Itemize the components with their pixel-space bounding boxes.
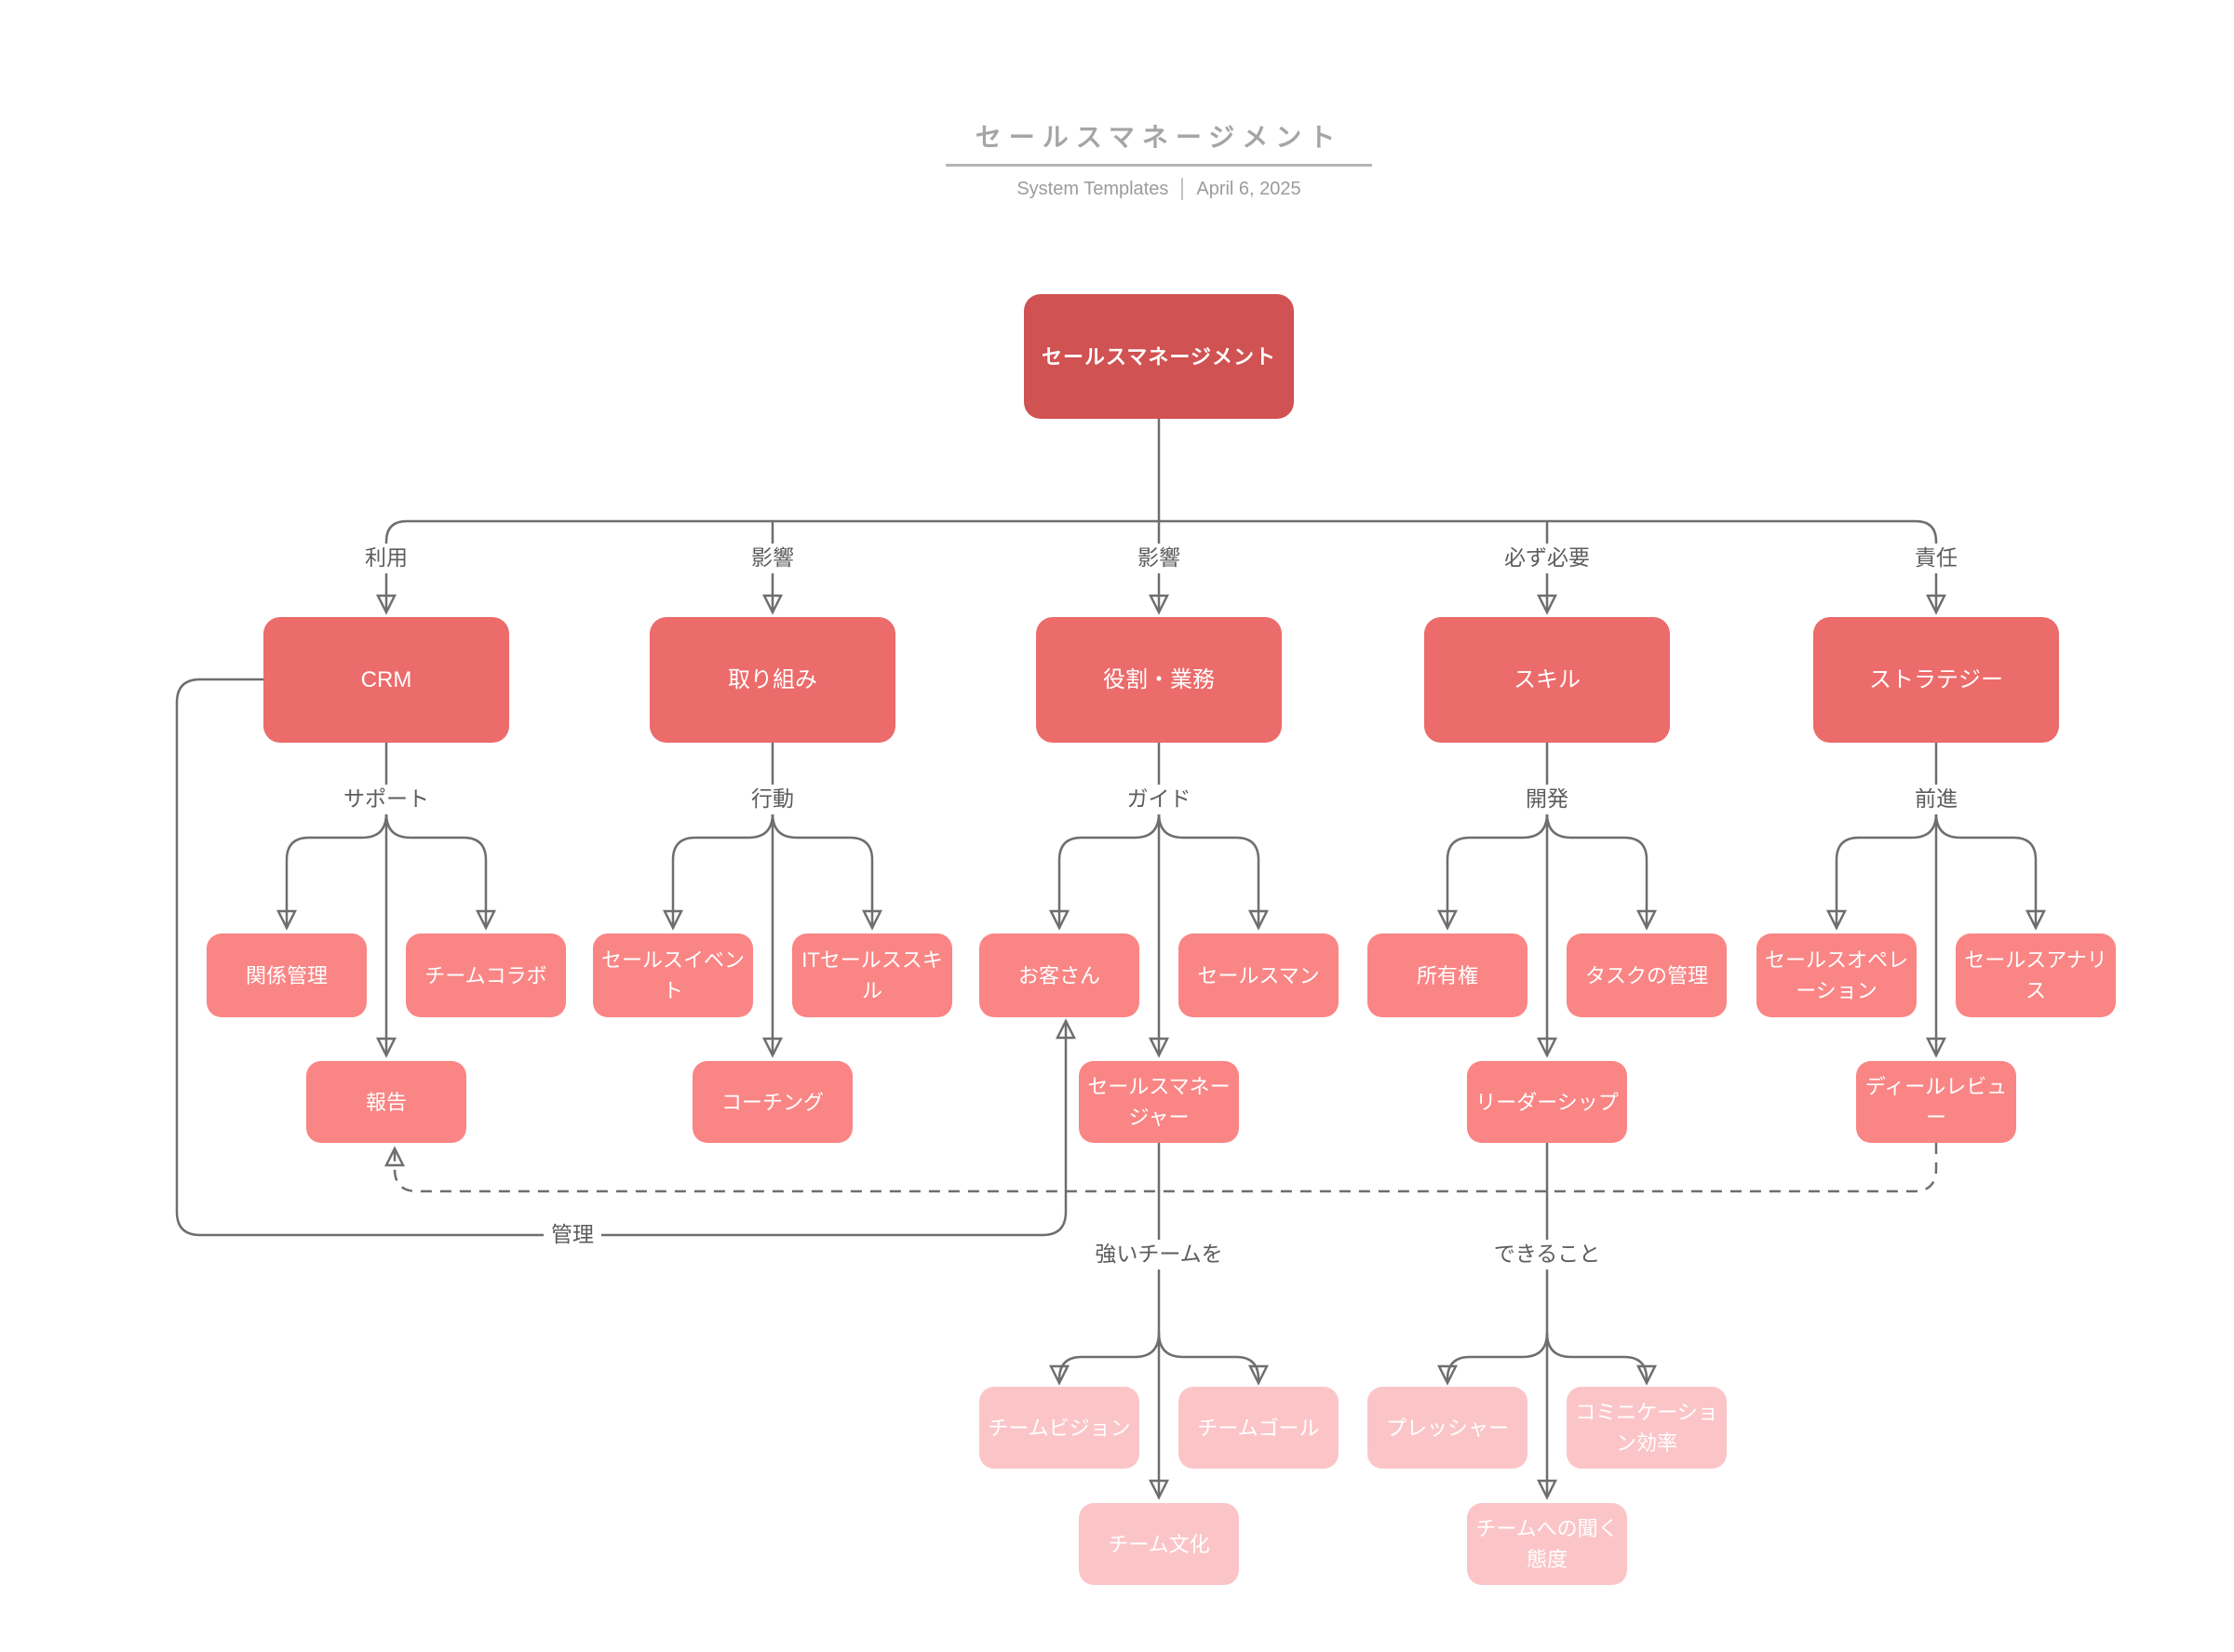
edge-label-dekiru-koto[interactable]: できること [1486,1240,1608,1269]
subtitle-divider [1181,178,1184,200]
edge-label-eikyou-2[interactable]: 影響 [1130,544,1188,573]
node-yakuwari-gyoumu[interactable]: 役割・業務 [1036,617,1282,743]
node-team-culture[interactable]: チーム文化 [1079,1503,1239,1585]
node-deal-review[interactable]: ディールレビュー [1856,1061,2016,1143]
node-sales-manager[interactable]: セールスマネージャー [1079,1061,1239,1143]
node-listening-attitude[interactable]: チームへの聞く態度 [1467,1503,1627,1585]
subtitle-date: April 6, 2025 [1196,178,1301,199]
node-team-collab[interactable]: チームコラボ [406,933,566,1017]
node-okyakusan[interactable]: お客さん [979,933,1139,1017]
edge-label-kaihatsu[interactable]: 開発 [1518,785,1576,814]
edge-label-tsuyoi-team[interactable]: 強いチームを [1087,1240,1231,1269]
node-shoyuken[interactable]: 所有権 [1367,933,1527,1017]
node-task-kanri[interactable]: タスクの管理 [1567,933,1727,1017]
edge-label-kanri[interactable]: 管理 [544,1220,601,1250]
diagram-subtitle: System Templates April 6, 2025 [946,178,1372,200]
node-sales-ops[interactable]: セールスオペレーション [1756,933,1917,1017]
edge-label-koudou[interactable]: 行動 [744,785,801,814]
node-leadership[interactable]: リーダーシップ [1467,1061,1627,1143]
edge-label-riyou[interactable]: 利用 [357,544,415,573]
node-it-sales-skill[interactable]: ITセールススキル [792,933,952,1017]
edge-label-hitsuyou[interactable]: 必ず必要 [1497,544,1597,573]
title-underline [946,164,1372,167]
edge-label-eikyou-1[interactable]: 影響 [744,544,801,573]
node-team-vision[interactable]: チームビジョン [979,1387,1139,1469]
edge-label-sekinin[interactable]: 責任 [1907,544,1965,573]
node-torikumi[interactable]: 取り組み [650,617,895,743]
node-sales-event[interactable]: セールスイベント [593,933,753,1017]
node-skill[interactable]: スキル [1424,617,1670,743]
diagram-title: セールスマネージメント [975,123,1343,152]
edge-label-guide[interactable]: ガイド [1119,785,1199,814]
node-crm[interactable]: CRM [263,617,509,743]
node-team-goal[interactable]: チームゴール [1178,1387,1339,1469]
node-houkoku[interactable]: 報告 [306,1061,466,1143]
edge-label-support[interactable]: サポート [336,785,437,814]
node-sales-analyst[interactable]: セールスアナリス [1956,933,2116,1017]
node-salesman[interactable]: セールスマン [1178,933,1339,1017]
node-strategy[interactable]: ストラテジー [1813,617,2059,743]
node-root-sales-management[interactable]: セールスマネージメント [1024,294,1294,419]
node-kankei-kanri[interactable]: 関係管理 [207,933,367,1017]
node-comm-efficiency[interactable]: コミニケーション効率 [1567,1387,1727,1469]
node-coaching[interactable]: コーチング [693,1061,853,1143]
title-block: セールスマネージメント System Templates April 6, 20… [946,117,1372,200]
node-pressure[interactable]: プレッシャー [1367,1387,1527,1469]
subtitle-author: System Templates [1016,178,1169,199]
edge-label-zenshin[interactable]: 前進 [1907,785,1965,814]
